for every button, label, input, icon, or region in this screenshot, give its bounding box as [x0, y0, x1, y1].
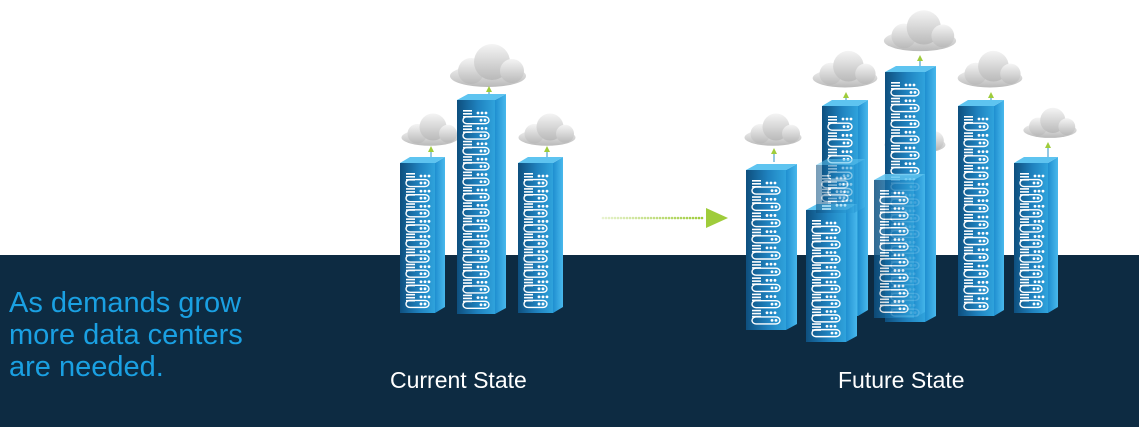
uplink-arrow-icon: [771, 148, 777, 162]
tagline-line-1: As demands grow: [9, 287, 242, 319]
server-rack-icon: [874, 174, 925, 318]
cloud-icon: [744, 113, 802, 146]
tagline: As demands grow more data centers are ne…: [9, 287, 339, 383]
migration-arrow-icon: [601, 208, 728, 228]
server-rack-icon: [958, 100, 1004, 316]
server-rack-icon: [400, 157, 445, 313]
server-rack-icon: [816, 159, 865, 213]
uplink-arrow-icon: [1045, 142, 1051, 158]
dark-footer-band: [0, 255, 1139, 427]
cloud-icon: [812, 50, 878, 88]
server-rack-icon: [806, 204, 857, 342]
cloud-icon: [518, 113, 576, 146]
cloud-icon: [1023, 107, 1077, 138]
server-rack-icon: [1014, 157, 1058, 313]
cloud-icon: [883, 10, 957, 52]
server-rack-icon: [746, 164, 797, 330]
server-rack-icon: [457, 94, 506, 314]
future-state-caption: Future State: [838, 367, 965, 393]
current-state-caption: Current State: [390, 367, 527, 393]
tagline-line-2: more data centers: [9, 319, 243, 351]
server-rack-icon: [518, 157, 563, 313]
cloud-icon: [957, 50, 1023, 88]
cloud-icon: [401, 113, 459, 146]
uplink-arrow-icon: [917, 55, 923, 67]
tagline-line-3: are needed.: [9, 351, 164, 383]
cloud-icon: [450, 44, 526, 87]
